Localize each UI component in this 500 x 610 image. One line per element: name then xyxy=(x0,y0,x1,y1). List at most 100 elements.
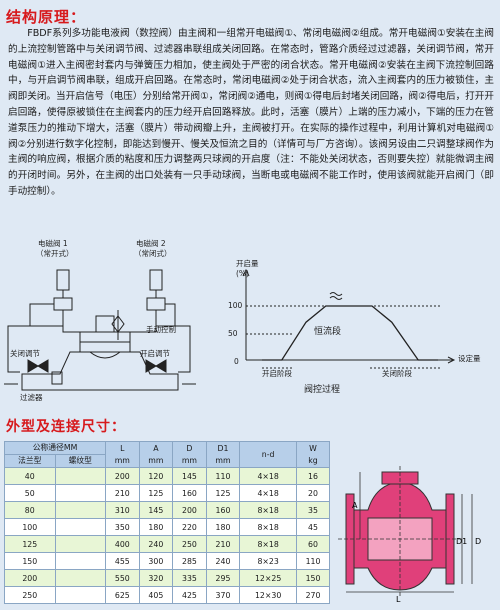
diagram-area: 电磁阀 1 （常开式） 电磁阀 2 （常闭式） 手动控制 关闭调节 开启调节 过… xyxy=(4,238,481,402)
chart-phase-open: 开启阶段 xyxy=(262,368,292,378)
section-title-dimensions: 外型及连接尺寸： xyxy=(6,419,126,435)
flange-valve-drawing: A D1 D L xyxy=(338,466,481,604)
valve1-label-2: （常开式） xyxy=(36,248,74,258)
cell-blank xyxy=(54,569,107,587)
cell-dn: 40 xyxy=(4,467,56,485)
cell-w: 150 xyxy=(296,569,330,587)
cell-w: 35 xyxy=(296,501,330,519)
header-thread-type: 螺纹型 xyxy=(54,454,107,468)
valve1-label-1: 电磁阀 1 xyxy=(38,238,68,248)
valve-schematic xyxy=(4,269,196,391)
header-flange-type: 法兰型 xyxy=(4,454,56,468)
header-nominal: 公称通径MM xyxy=(3,441,107,455)
cell-w: 45 xyxy=(296,518,330,536)
cell-a: 320 xyxy=(138,569,174,587)
cell-nd: 8×23 xyxy=(239,552,298,570)
chart-y-unit: (%) xyxy=(236,269,249,278)
cell-nd: 12×30 xyxy=(239,586,298,604)
chart-phase-close: 关闭阶段 xyxy=(382,368,412,378)
cell-blank xyxy=(54,484,107,502)
cell-d1: 180 xyxy=(205,518,241,536)
cell-blank xyxy=(54,552,107,570)
cell-dn: 250 xyxy=(4,586,56,604)
cell-l: 455 xyxy=(105,552,140,570)
structure-paragraph: FBDF系列多功能电液阀（数控阀）由主阀和一组常开电磁阀①、常闭电磁阀②组成。常… xyxy=(8,28,494,197)
filter-label: 过滤器 xyxy=(20,392,43,402)
flange-label-L: L xyxy=(396,595,401,604)
chart-tick-100: 100 xyxy=(228,301,243,310)
cell-a: 120 xyxy=(138,467,174,485)
cell-a: 125 xyxy=(138,484,174,502)
cell-d: 335 xyxy=(172,569,207,587)
cell-d1: 240 xyxy=(205,552,241,570)
cell-nd: 4×18 xyxy=(239,467,298,485)
cell-d1: 110 xyxy=(205,467,241,485)
cell-dn: 100 xyxy=(4,518,56,536)
open-adjust-valve-icon xyxy=(145,359,157,373)
cell-d: 425 xyxy=(172,586,207,604)
valve2-label-1: 电磁阀 2 xyxy=(136,238,166,248)
solenoid-valve-2-icon xyxy=(149,269,163,291)
cell-blank xyxy=(54,586,107,604)
cell-dn: 150 xyxy=(4,552,56,570)
cell-l: 350 xyxy=(105,518,140,536)
cell-w: 16 xyxy=(296,467,330,485)
cell-a: 300 xyxy=(138,552,174,570)
cell-d: 200 xyxy=(172,501,207,519)
cell-d: 250 xyxy=(172,535,207,553)
cell-w: 270 xyxy=(296,586,330,604)
cell-blank xyxy=(54,535,107,553)
cell-blank xyxy=(54,501,107,519)
cell-a: 405 xyxy=(138,586,174,604)
cell-l: 310 xyxy=(105,501,140,519)
cell-d1: 210 xyxy=(205,535,241,553)
cell-dn: 200 xyxy=(4,569,56,587)
cell-d: 285 xyxy=(172,552,207,570)
cell-d: 160 xyxy=(172,484,207,502)
process-chart: 开启量 (%) 100 50 0 设定量 恒流段 开启阶段 关闭阶段 阀控过程 xyxy=(228,258,481,395)
chart-y-label: 开启量 xyxy=(236,258,259,268)
cell-d: 145 xyxy=(172,467,207,485)
filter-icon xyxy=(51,371,63,385)
chart-x-label: 设定量 xyxy=(458,353,481,363)
flange-label-A: A xyxy=(352,501,358,510)
chart-mid-label: 恒流段 xyxy=(314,325,341,337)
header-holes: n-d xyxy=(239,441,298,468)
flange-label-D1: D1 xyxy=(456,537,467,546)
cell-d1: 295 xyxy=(205,569,241,587)
cell-d1: 370 xyxy=(205,586,241,604)
cell-dn: 50 xyxy=(4,484,56,502)
chart-caption: 阀控过程 xyxy=(304,383,340,395)
cell-a: 180 xyxy=(138,518,174,536)
cell-l: 625 xyxy=(105,586,140,604)
chart-process-line xyxy=(262,305,438,361)
cell-a: 145 xyxy=(138,501,174,519)
cell-d1: 125 xyxy=(205,484,241,502)
chart-tick-0: 0 xyxy=(234,357,239,366)
cell-blank xyxy=(54,518,107,536)
cell-l: 550 xyxy=(105,569,140,587)
open-adjust-label: 开启调节 xyxy=(140,348,170,358)
manual-control-label: 手动控制 xyxy=(146,324,176,334)
cell-l: 200 xyxy=(105,467,140,485)
close-adjust-label: 关闭调节 xyxy=(10,348,40,358)
main-valve-body-icon xyxy=(21,351,179,391)
cell-d: 220 xyxy=(172,518,207,536)
section-title-structure: 结构原理： xyxy=(6,8,87,26)
cell-nd: 8×18 xyxy=(239,501,298,519)
cell-nd: 4×18 xyxy=(239,484,298,502)
solenoid-valve-1-icon xyxy=(56,269,70,291)
cell-nd: 8×18 xyxy=(239,518,298,536)
cell-nd: 12×25 xyxy=(239,569,298,587)
valve2-label-2: （常闭式） xyxy=(134,248,172,258)
